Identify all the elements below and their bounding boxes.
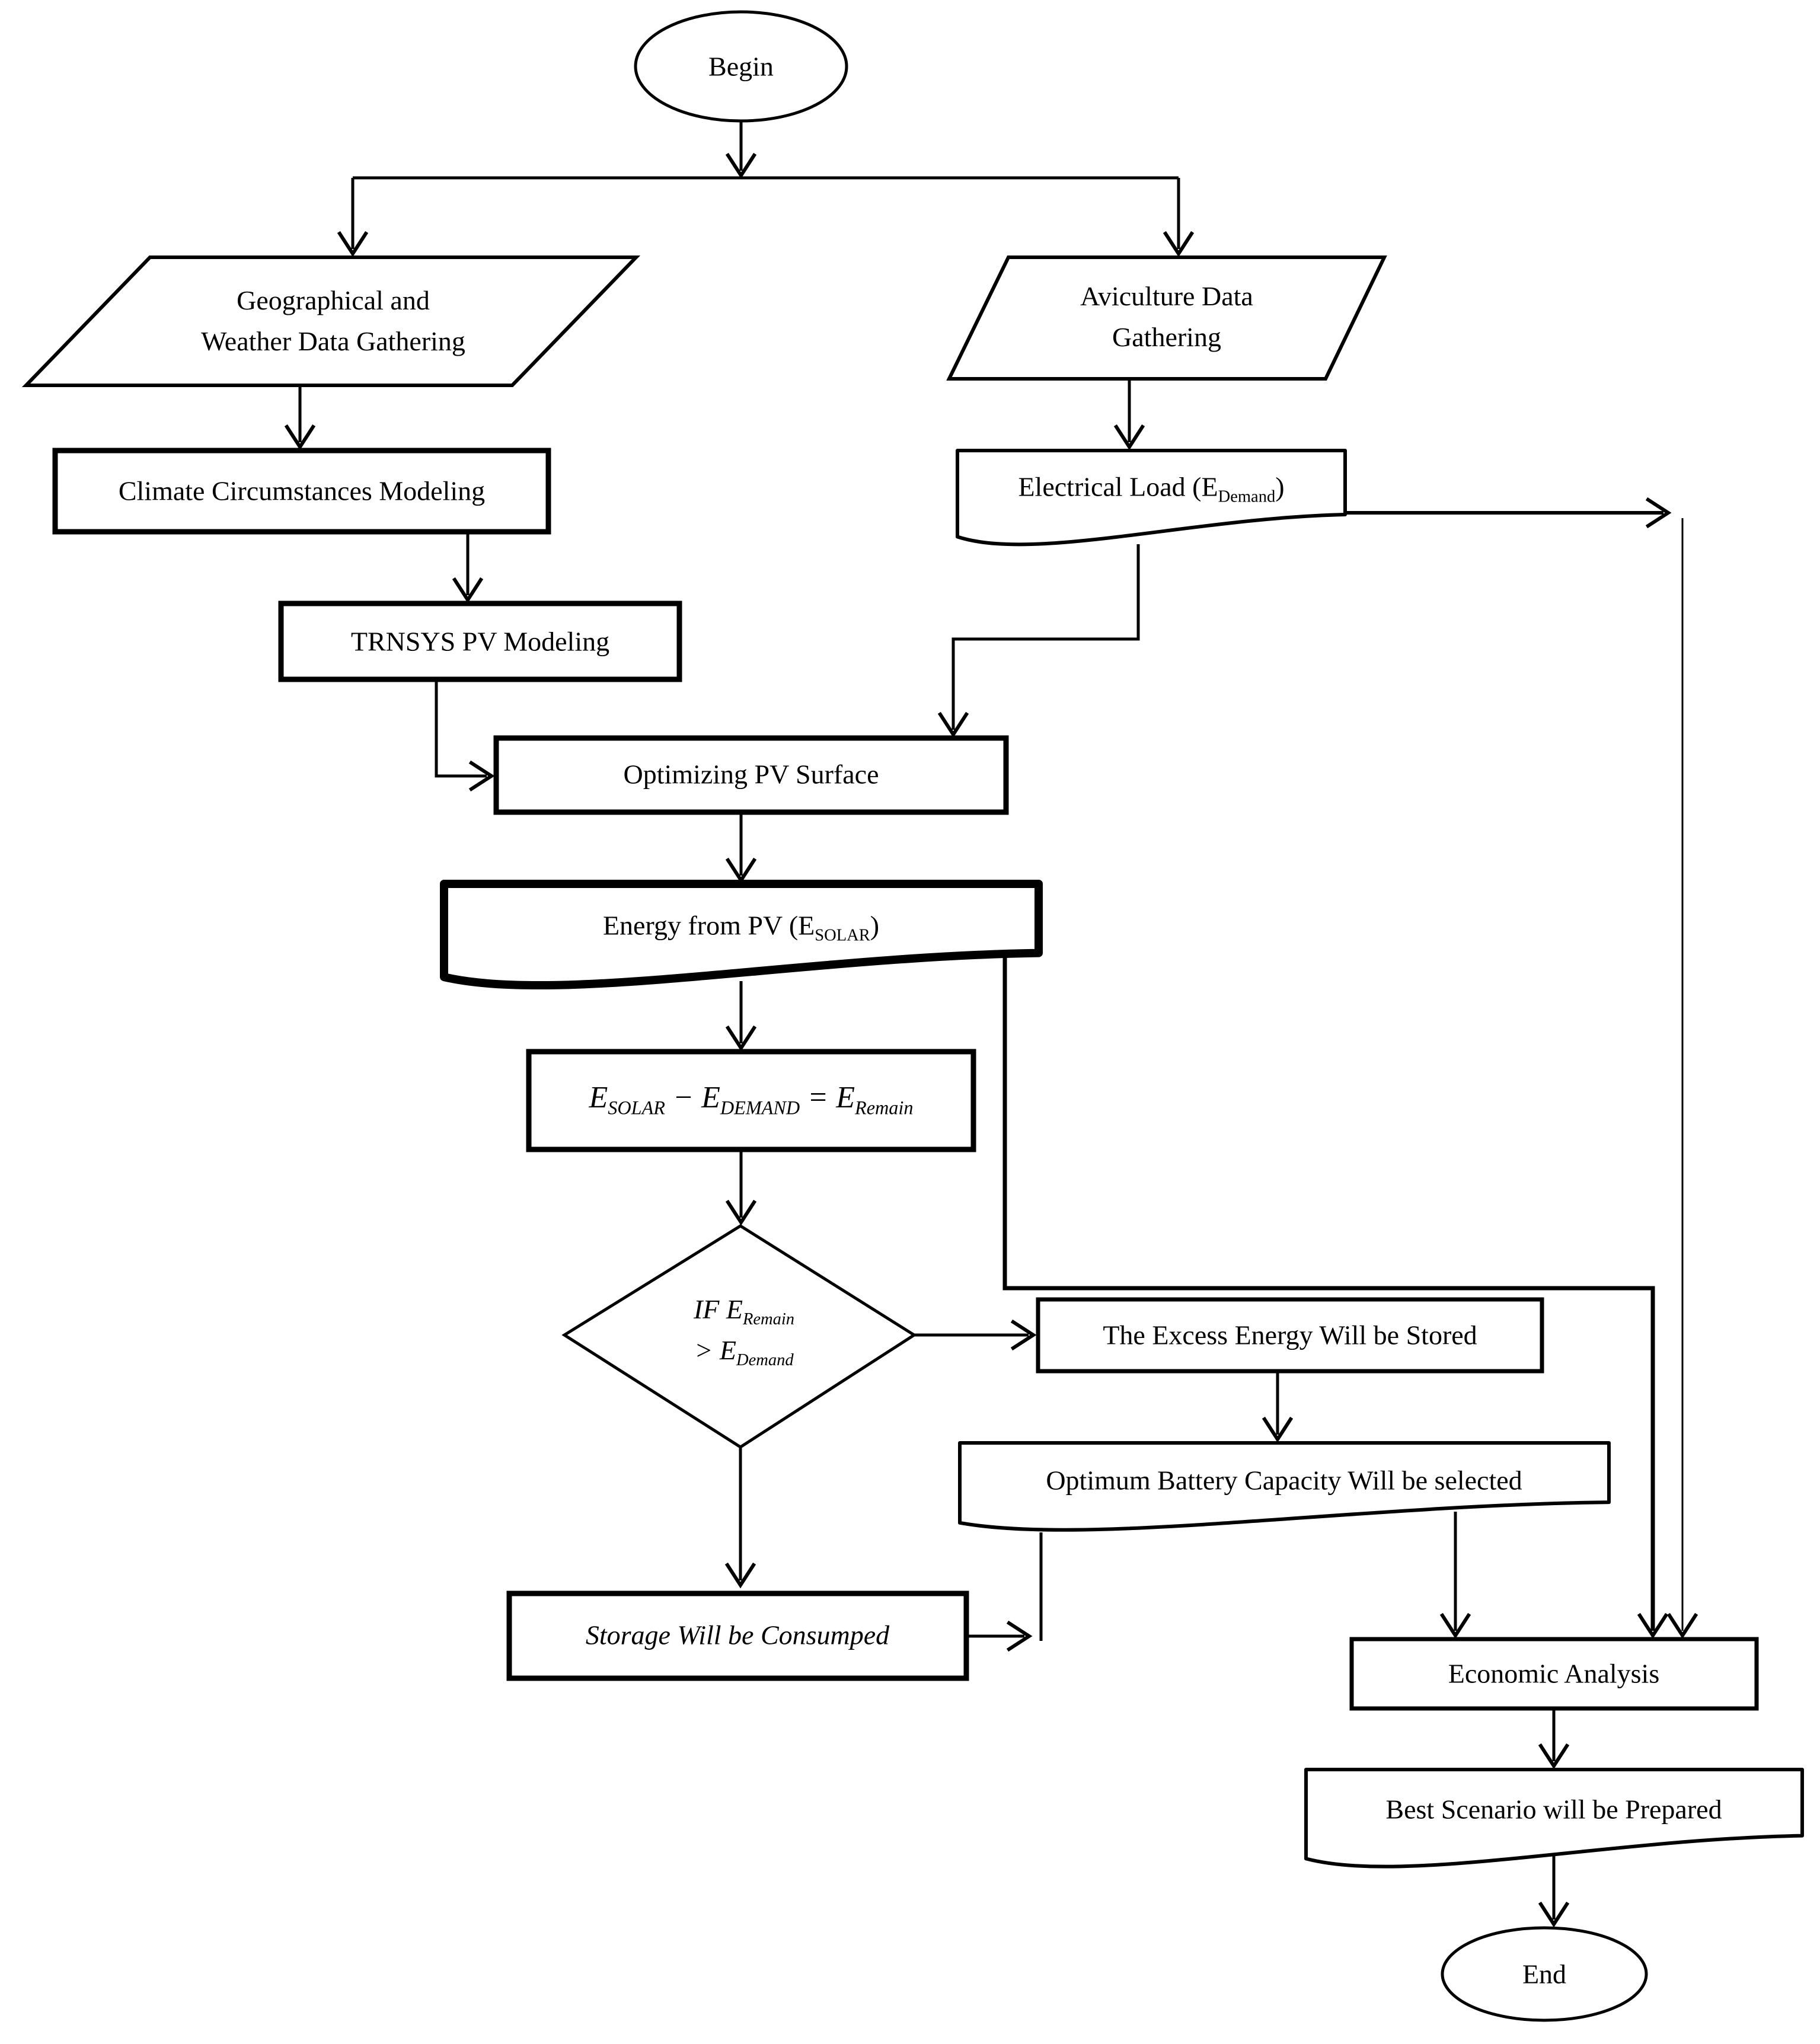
begin-terminator [634,10,848,123]
battery-document [958,1441,1611,1532]
edge-economic-to-best-arrowhead [1538,1743,1570,1770]
edge-energy-to-balance-arrowhead [725,1025,757,1052]
begin-label: Begin [708,51,774,82]
edge-energy-to-economic-arrowhead [1637,1612,1669,1639]
best-scenario-document [1304,1768,1804,1869]
edge-elload-down-economic-arrowhead [1666,1612,1698,1639]
energy-pv-document [440,880,1043,990]
climate-label: Climate Circumstances Modeling [118,475,486,506]
excess-energy-box [1036,1297,1544,1374]
edge-aviculture-to-elload-arrowhead [1113,424,1145,451]
edge-begin-to-branch-arrowhead [725,152,757,179]
edge-battery-to-economic-arrowhead [1439,1612,1471,1639]
trnsys-process-box [278,601,682,682]
edge-elload-to-optimizing-arrowhead [937,711,969,738]
edge-decision-to-excess-arrowhead [1010,1319,1037,1351]
storage-process-box [506,1591,969,1681]
edge-trnsys-to-optimizing-arrowhead [468,760,495,792]
edge-branch-to-geographical-arrowhead [337,231,369,257]
electrical-load-document [956,449,1347,547]
optimizing-label: Optimizing PV Surface [623,759,879,790]
energy-balance-box [526,1049,976,1152]
best-scenario-label: Best Scenario will be Prepared [1385,1794,1722,1825]
geographical-parallelogram [21,256,641,387]
optimizing-process-box [493,735,1009,815]
electrical-load-label: Electrical Load (EDemand) [1018,471,1285,506]
economic-process-box [1349,1637,1759,1711]
end-label: End [1522,1959,1567,1989]
climate-process-box [52,448,551,535]
edge-trnsys-to-optimizing [435,679,487,778]
economic-label: Economic Analysis [1448,1658,1660,1689]
edge-balance-to-decision-arrowhead [725,1199,757,1226]
edge-excess-to-battery-arrowhead [1262,1416,1294,1443]
edge-geographical-to-climate-arrowhead [284,424,316,451]
edge-best-to-end-arrowhead [1538,1901,1570,1928]
edge-storage-to-junction-arrowhead [1006,1620,1033,1652]
edge-decision-to-storage-arrowhead [724,1562,756,1589]
trnsys-label: TRNSYS PV Modeling [350,626,610,657]
edge-energy-to-economic [1002,957,1655,1631]
edge-optimizing-to-energy-arrowhead [725,857,757,884]
aviculture-parallelogram [946,256,1387,381]
end-terminator [1441,1926,1648,2022]
edge-elload-to-optimizing [951,544,1140,730]
edge-branch-to-aviculture-arrowhead [1163,231,1195,257]
decision-diamond [561,1224,917,1449]
edge-elload-right-arrowhead [1645,497,1672,529]
decision-label: IF ERemain> EDemand [693,1294,795,1370]
energy-pv-label: Energy from PV (ESOLAR) [602,910,880,945]
battery-label: Optimum Battery Capacity Will be selecte… [1046,1465,1522,1496]
storage-label: Storage Will be Consumped [585,1620,890,1650]
energy-balance-label: ESOLAR − EDEMAND = ERemain [589,1081,914,1119]
excess-energy-label: The Excess Energy Will be Stored [1103,1320,1477,1350]
edge-climate-to-trnsys-arrowhead [452,577,484,603]
